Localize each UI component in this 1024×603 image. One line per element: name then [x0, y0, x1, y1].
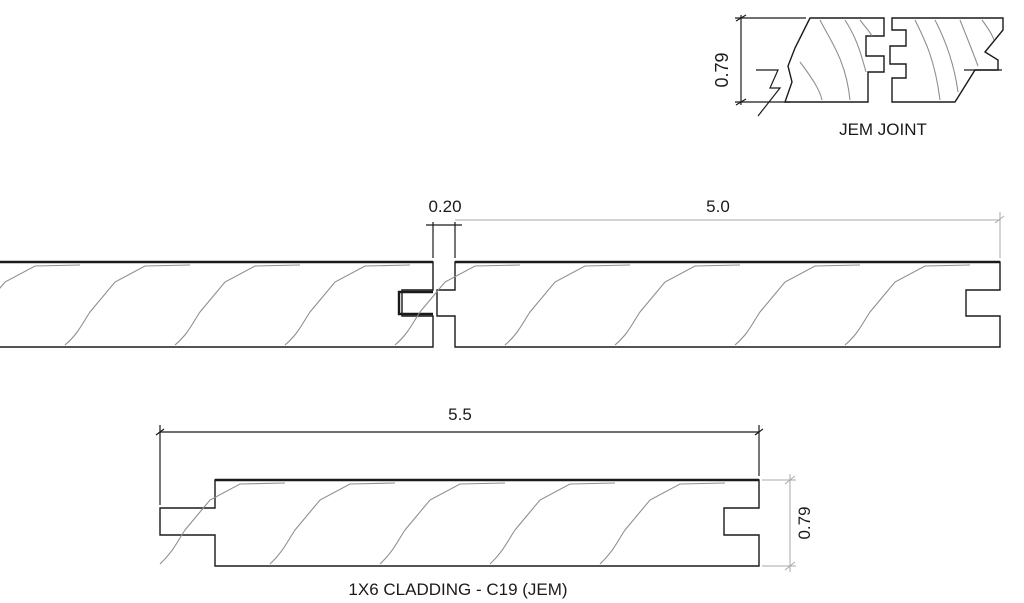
assembly-left-board [0, 261, 434, 348]
jem-thickness-label: 0.79 [712, 52, 732, 87]
jem-right-board [889, 17, 1004, 103]
jem-joint-label: JEM JOINT [839, 120, 927, 139]
jem-joint-detail: 0.79 JEM JOINT [712, 14, 1004, 139]
overall-width-label: 5.5 [448, 405, 472, 424]
grain-line [614, 264, 741, 346]
grain-line [64, 264, 191, 346]
grain-line [174, 264, 301, 346]
section-board-outline [159, 479, 760, 567]
section-caption: 1X6 CLADDING - C19 (JEM) [348, 580, 567, 599]
section-grain [159, 482, 726, 565]
grain-line [159, 482, 286, 565]
assembled-boards: 0.20 5.0 [0, 197, 1005, 348]
board-section: 5.5 0.79 1X6 CLADDING - C19 (JEM) [155, 405, 814, 599]
grain-line [0, 264, 81, 289]
grain-line [489, 482, 616, 565]
gap-dimension-label: 0.20 [428, 197, 461, 216]
grain-line [734, 264, 861, 346]
grain-line [284, 264, 411, 346]
grain-line [504, 264, 631, 346]
grain-line [394, 264, 521, 346]
jem-left-board [784, 17, 885, 103]
assembly-tongue [397, 290, 433, 316]
grain-line [269, 482, 396, 565]
grain-line [599, 482, 726, 565]
grain-line [379, 482, 506, 565]
assembly-right-board [436, 261, 1001, 348]
cover-width-label: 5.0 [706, 197, 730, 216]
grain-line [844, 264, 971, 346]
assembly-grain [0, 264, 971, 346]
section-thickness-label: 0.79 [795, 506, 814, 539]
